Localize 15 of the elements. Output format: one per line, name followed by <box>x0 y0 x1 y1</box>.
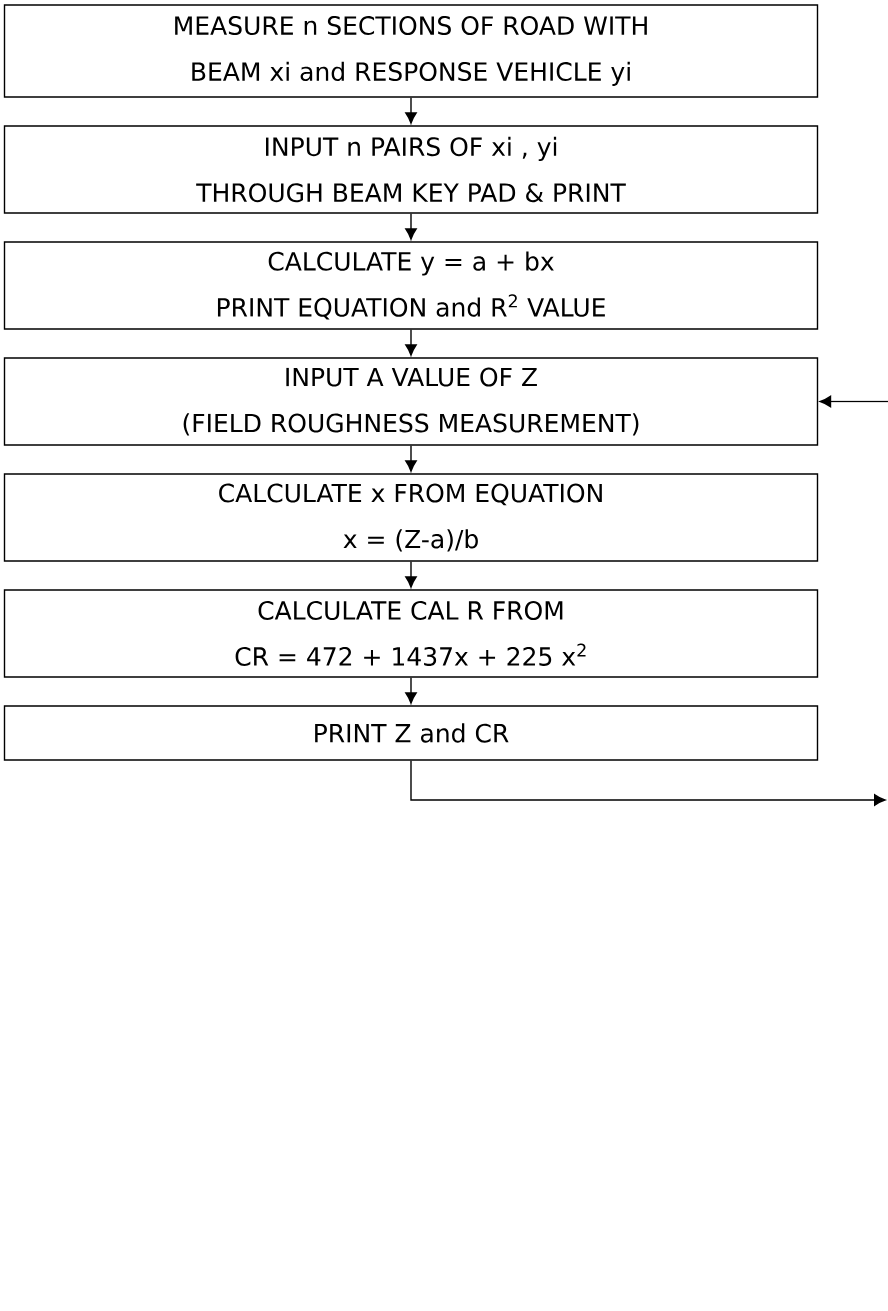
process-box: CALCULATE x FROM EQUATION x = (Z-a)/b <box>3 473 819 562</box>
process-box: INPUT A VALUE OF Z (FIELD ROUGHNESS MEASUREMENT) <box>3 357 819 446</box>
process-box: CALCULATE CAL R FROM CR = 472 + 1437x + 225 x$^{2}$ <box>3 589 819 678</box>
arrow <box>819 395 888 408</box>
process-box: PRINT Z and CR <box>3 705 819 761</box>
process-box: INPUT n PAIRS OF xi , yi THROUGH BEAM KEY PAD & PRINT <box>3 125 819 214</box>
process-box: CALCULATE y = a + bx PRINT EQUATION and R$^{2}$ VALUE <box>3 241 819 330</box>
process-box: MEASURE n SECTIONS OF ROAD WITH BEAM xi and RESPONSE VEHICLE yi <box>3 4 819 98</box>
arrow <box>405 329 417 356</box>
arrow <box>405 213 417 240</box>
arrow <box>405 561 417 588</box>
arrow <box>405 445 417 472</box>
arrow <box>405 677 417 704</box>
arrow <box>405 97 417 124</box>
arrow <box>410 760 886 806</box>
